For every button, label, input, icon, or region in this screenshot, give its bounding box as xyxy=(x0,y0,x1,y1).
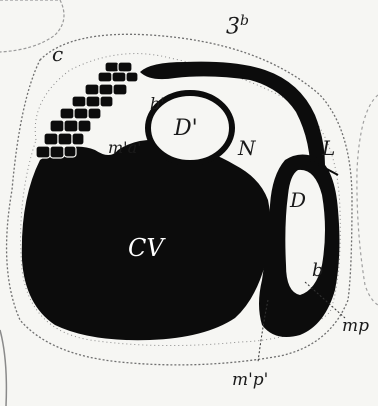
label-ma: m'a' xyxy=(108,140,142,156)
label-d: D xyxy=(290,190,306,210)
label-c: c xyxy=(52,44,63,64)
label-stage-sup: b xyxy=(240,13,249,29)
label-mp: mp xyxy=(342,318,369,335)
label-mp-prime: m'p' xyxy=(232,372,268,389)
label-cv: CV xyxy=(128,236,164,260)
label-b-prime: b' xyxy=(150,96,165,112)
neighbor-outline-bottom-left xyxy=(0,330,6,406)
label-d-prime: D' xyxy=(174,118,198,140)
label-n: N xyxy=(238,138,256,158)
neighbor-outline-right xyxy=(357,95,378,305)
label-l: L xyxy=(322,138,335,158)
label-b: b xyxy=(312,262,324,280)
label-stage: 3b xyxy=(226,14,249,38)
